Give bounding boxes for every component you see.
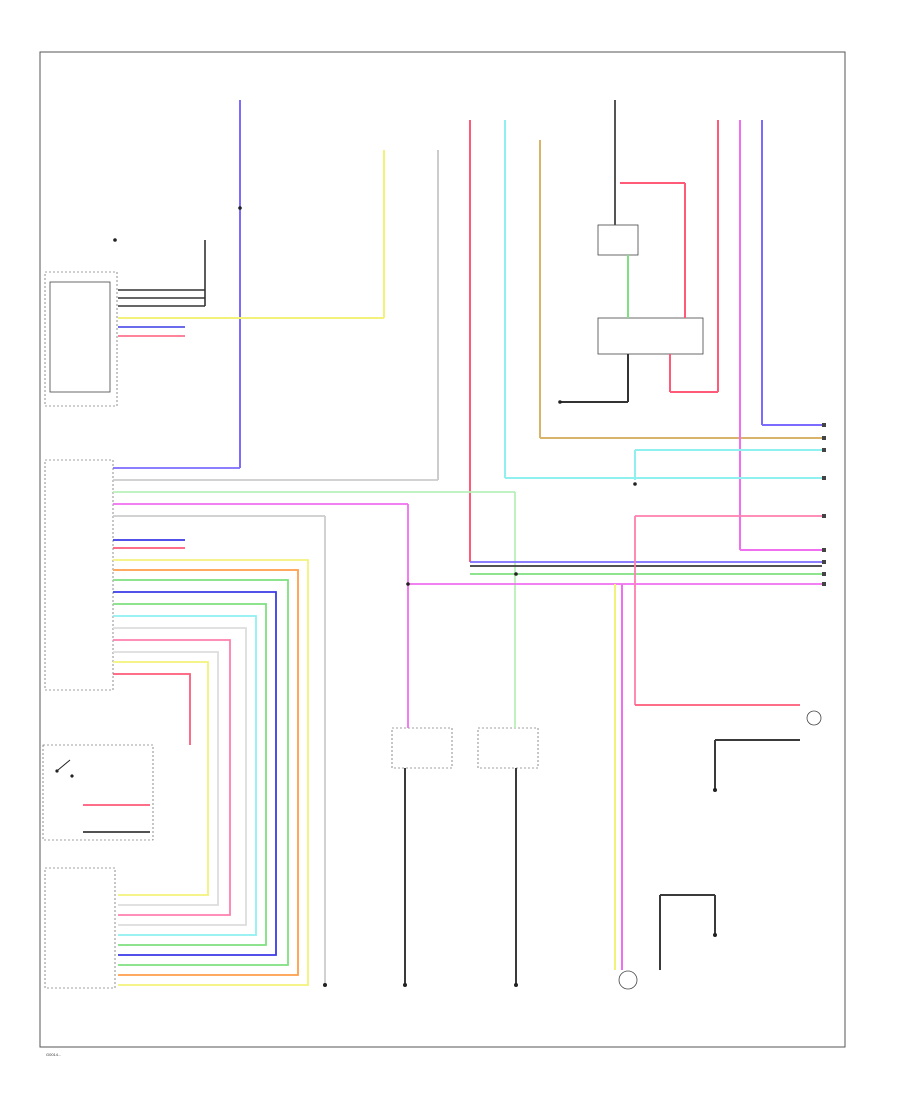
bottom-lamp-icon [618,970,638,990]
fuse-box-left[interactable] [391,727,453,769]
splice-dots [113,206,637,586]
ground-icon [403,983,407,987]
ground-icon [514,983,518,987]
relay-upper[interactable] [597,224,639,256]
relay-lower[interactable] [597,317,704,355]
lower-wires [404,584,800,985]
switch-icon [55,759,74,778]
diagram-frame [39,51,846,1048]
switch-block[interactable] [42,744,154,841]
left-top-module-inner [49,281,111,393]
bottom-left-connector[interactable] [44,867,116,989]
main-connector-block[interactable] [44,459,114,691]
fuse-box-right[interactable] [477,727,539,769]
ground-icon [713,933,717,937]
right-connector-pins [822,423,826,586]
footer-code: G0014... [46,1052,61,1057]
signal-bundle [83,559,309,986]
main-bus-wires [113,467,822,985]
module-wires [118,240,206,337]
lamp-icon [806,710,822,726]
ground-icon [713,788,717,792]
left-top-module[interactable] [44,271,118,407]
ground-symbols [323,788,717,987]
top-wires [118,100,822,562]
ground-icon [323,983,327,987]
